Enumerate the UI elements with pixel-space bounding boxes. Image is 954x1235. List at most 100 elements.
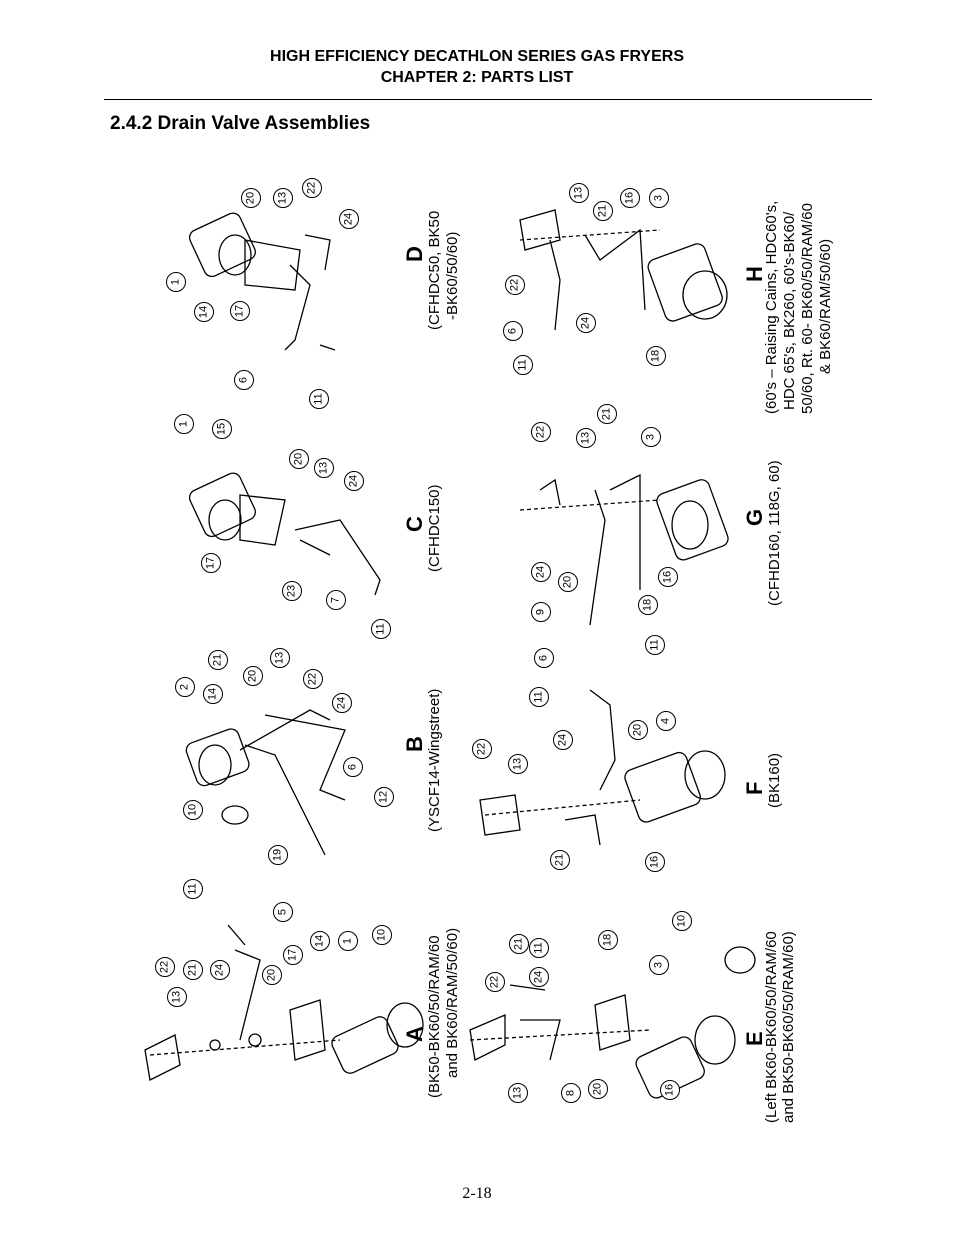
callout-bubble: 21 [183,960,203,980]
callout-bubble: 20 [243,666,263,686]
callout-bubble: 11 [309,389,329,409]
assembly-h-caption-1: (60's – Raising Cains, HDC60's, [763,200,780,414]
assembly-a-caption-2: and BK60/RAM/50/60) [444,927,461,1078]
callout-bubble: 13 [167,987,187,1007]
callout-bubble: 20 [588,1079,608,1099]
assembly-h-drawing [519,209,728,331]
callout-bubble: 20 [289,449,309,469]
assembly-e-drawing [469,946,756,1099]
callout-bubble: 13 [569,183,589,203]
assembly-a-drawing [144,924,424,1081]
callout-bubble: 23 [282,581,302,601]
callout-bubble: 19 [268,845,288,865]
assembly-b-drawing [185,709,346,856]
callout-bubble: 7 [326,590,346,610]
page-number: 2-18 [462,1185,492,1202]
callout-bubble: 22 [302,178,322,198]
callout-bubble: 20 [241,188,261,208]
assembly-d-letter: D [402,246,427,262]
callout-bubble: 10 [672,911,692,931]
assembly-c-drawing [188,472,381,596]
assembly-h-caption-3: 50/60, Rt. 60- BK60/50/RAM/60 [799,203,816,414]
callout-bubble: 13 [270,648,290,668]
callout-bubble: 21 [593,201,613,221]
assembly-e-caption-2: and BK50-BK60/50/RAM/60) [780,931,797,1123]
callout-bubble: 6 [534,648,554,668]
callout-bubble: 9 [531,602,551,622]
assembly-c-caption-1: (CFHDC150) [426,484,443,572]
callout-bubble: 24 [344,471,364,491]
callout-bubble: 24 [339,209,359,229]
callout-bubble: 11 [529,687,549,707]
section-title: 2.4.2 Drain Valve Assemblies [110,113,371,134]
callout-bubble: 11 [529,938,549,958]
callout-bubble: 4 [656,711,676,731]
callout-bubble: 20 [262,965,282,985]
callout-bubble: 1 [166,272,186,292]
callout-bubble: 16 [645,852,665,872]
callout-bubble: 5 [273,902,293,922]
assembly-d-drawing [188,212,336,351]
callout-bubble: 12 [374,787,394,807]
assembly-g-caption-1: (CFHD160, 118G, 60) [766,460,783,606]
assembly-g-letter: G [742,508,767,526]
assembly-a-letter: A [402,1026,427,1042]
callout-bubble: 21 [597,404,617,424]
callout-bubble: 11 [183,879,203,899]
callout-bubble: 2 [175,677,195,697]
assembly-g-drawing [519,473,729,626]
callout-bubble: 21 [509,934,529,954]
callout-bubble: 22 [155,957,175,977]
callout-bubble: 16 [660,1080,680,1100]
callout-bubble: 13 [273,188,293,208]
callout-bubble: 22 [472,739,492,759]
callout-bubble: 24 [210,960,230,980]
assembly-c-letter: C [402,516,427,532]
callout-bubble: 11 [371,619,391,639]
assembly-b-letter: B [402,736,427,752]
callout-bubble: 3 [649,188,669,208]
callout-bubble: 21 [550,850,570,870]
header-divider [104,99,872,100]
callout-bubble: 6 [234,370,254,390]
assembly-f-letter: F [742,781,767,795]
callout-bubble: 24 [576,313,596,333]
callout-bubble: 20 [558,572,578,592]
callout-bubble: 22 [531,422,551,442]
callout-bubble: 14 [310,931,330,951]
callout-bubble: 24 [332,693,352,713]
callout-bubble: 13 [314,458,334,478]
callout-bubble: 24 [531,562,551,582]
callout-bubble: 6 [343,757,363,777]
assembly-e-caption-1: (Left BK60-BK60/50/RAM/60 [763,931,780,1123]
callout-bubble: 18 [646,346,666,366]
callout-bubble: 18 [598,930,618,950]
document-header-line1: HIGH EFFICIENCY DECATHLON SERIES GAS FRY… [270,48,684,65]
callout-bubble: 22 [485,972,505,992]
callout-bubble: 17 [283,945,303,965]
callout-bubble: 14 [203,684,223,704]
callout-bubble: 24 [553,730,573,750]
callout-bubble: 22 [505,275,525,295]
callout-bubble: 18 [638,595,658,615]
callout-bubble: 16 [658,567,678,587]
assembly-h-caption-2: HDC 65's, BK260, 60's-BK60/ [781,211,798,410]
assembly-f-drawing [479,689,726,846]
assembly-d-caption-2: -BK60/50/60) [444,231,461,320]
assembly-d-caption-1: (CFHDC50, BK50 [426,210,443,330]
callout-bubble: 8 [561,1083,581,1103]
callout-bubble: 13 [508,1083,528,1103]
callout-bubble: 1 [338,931,358,951]
callout-bubble: 21 [208,650,228,670]
callout-bubble: 1 [174,414,194,434]
callout-bubble: 10 [183,800,203,820]
callout-bubble: 16 [620,188,640,208]
assembly-h-caption-4: & BK60/RAM/50/60) [817,238,834,374]
document-header-line2: CHAPTER 2: PARTS LIST [380,69,574,86]
callout-bubble: 20 [628,720,648,740]
callout-bubble: 14 [194,302,214,322]
callout-bubble: 15 [212,419,232,439]
callout-bubble: 6 [503,321,523,341]
callout-bubble: 11 [645,635,665,655]
